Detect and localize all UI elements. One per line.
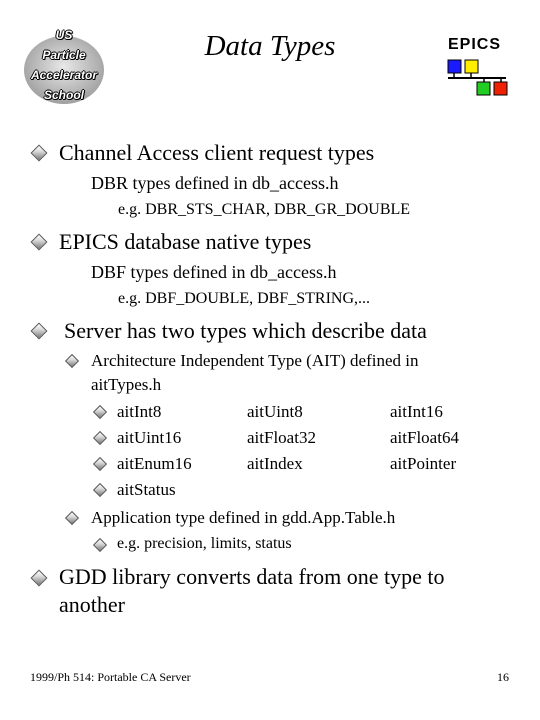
- sub-bullet-diamond-icon: [92, 456, 108, 472]
- logo-line-4: School: [43, 88, 84, 102]
- ait-type: aitFloat64: [390, 428, 459, 447]
- page-number: 16: [497, 670, 509, 684]
- bullet-3-sub1-line1: Architecture Independent Type (AIT) defi…: [91, 351, 419, 370]
- bullet-4-line2: another: [59, 592, 125, 617]
- ait-type: aitPointer: [390, 454, 457, 473]
- ait-type: aitEnum16: [117, 454, 192, 473]
- bullet-3-text: Server has two types which describe data: [64, 318, 427, 343]
- ait-type: aitFloat32: [247, 428, 316, 447]
- bullet-3-sub2: Application type defined in gdd.App.Tabl…: [91, 508, 396, 527]
- logo-line-3: Accelerator: [30, 68, 98, 82]
- bullet-diamond-icon: [30, 322, 48, 340]
- bullet-1-sub: DBR types defined in db_access.h: [91, 173, 339, 193]
- slide-title: Data Types: [204, 30, 336, 62]
- sub-bullet-diamond-icon: [64, 353, 80, 369]
- epics-label: EPICS: [448, 36, 502, 53]
- bullet-2-sub: DBF types defined in db_access.h: [91, 262, 337, 282]
- bullet-1-subsub: e.g. DBR_STS_CHAR, DBR_GR_DOUBLE: [118, 201, 411, 218]
- bullet-2-subsub: e.g. DBF_DOUBLE, DBF_STRING,...: [118, 290, 371, 307]
- sub-bullet-diamond-icon: [92, 430, 108, 446]
- ait-type: aitStatus: [117, 480, 176, 499]
- ait-type: aitInt16: [390, 402, 443, 421]
- ait-type: aitIndex: [247, 454, 303, 473]
- bullet-1-text: Channel Access client request types: [59, 140, 375, 165]
- bullet-3-sub2-item: e.g. precision, limits, status: [117, 535, 292, 552]
- bullet-diamond-icon: [30, 569, 48, 587]
- bullet-diamond-icon: [30, 233, 48, 251]
- bullet-4-line1: GDD library converts data from one type …: [59, 564, 445, 589]
- logo-line-1: US: [55, 28, 73, 42]
- logo-ellipse: [24, 36, 104, 104]
- sub-bullet-diamond-icon: [92, 537, 108, 553]
- sub-bullet-diamond-icon: [64, 510, 80, 526]
- footer-course: 1999/Ph 514: Portable CA Server: [30, 670, 191, 684]
- bullet-diamond-icon: [30, 144, 48, 162]
- ait-type: aitUint16: [117, 428, 182, 447]
- logo-line-2: Particle: [42, 48, 86, 62]
- ait-type: aitInt8: [117, 402, 162, 421]
- sub-bullet-diamond-icon: [92, 404, 108, 420]
- bullet-3-sub1-line2: aitTypes.h: [91, 375, 162, 394]
- sub-bullet-diamond-icon: [92, 482, 108, 498]
- school-logo: US Particle Accelerator School: [22, 26, 106, 106]
- epics-network-icon: [447, 59, 508, 96]
- ait-type: aitUint8: [247, 402, 303, 421]
- bullet-2-text: EPICS database native types: [59, 229, 312, 254]
